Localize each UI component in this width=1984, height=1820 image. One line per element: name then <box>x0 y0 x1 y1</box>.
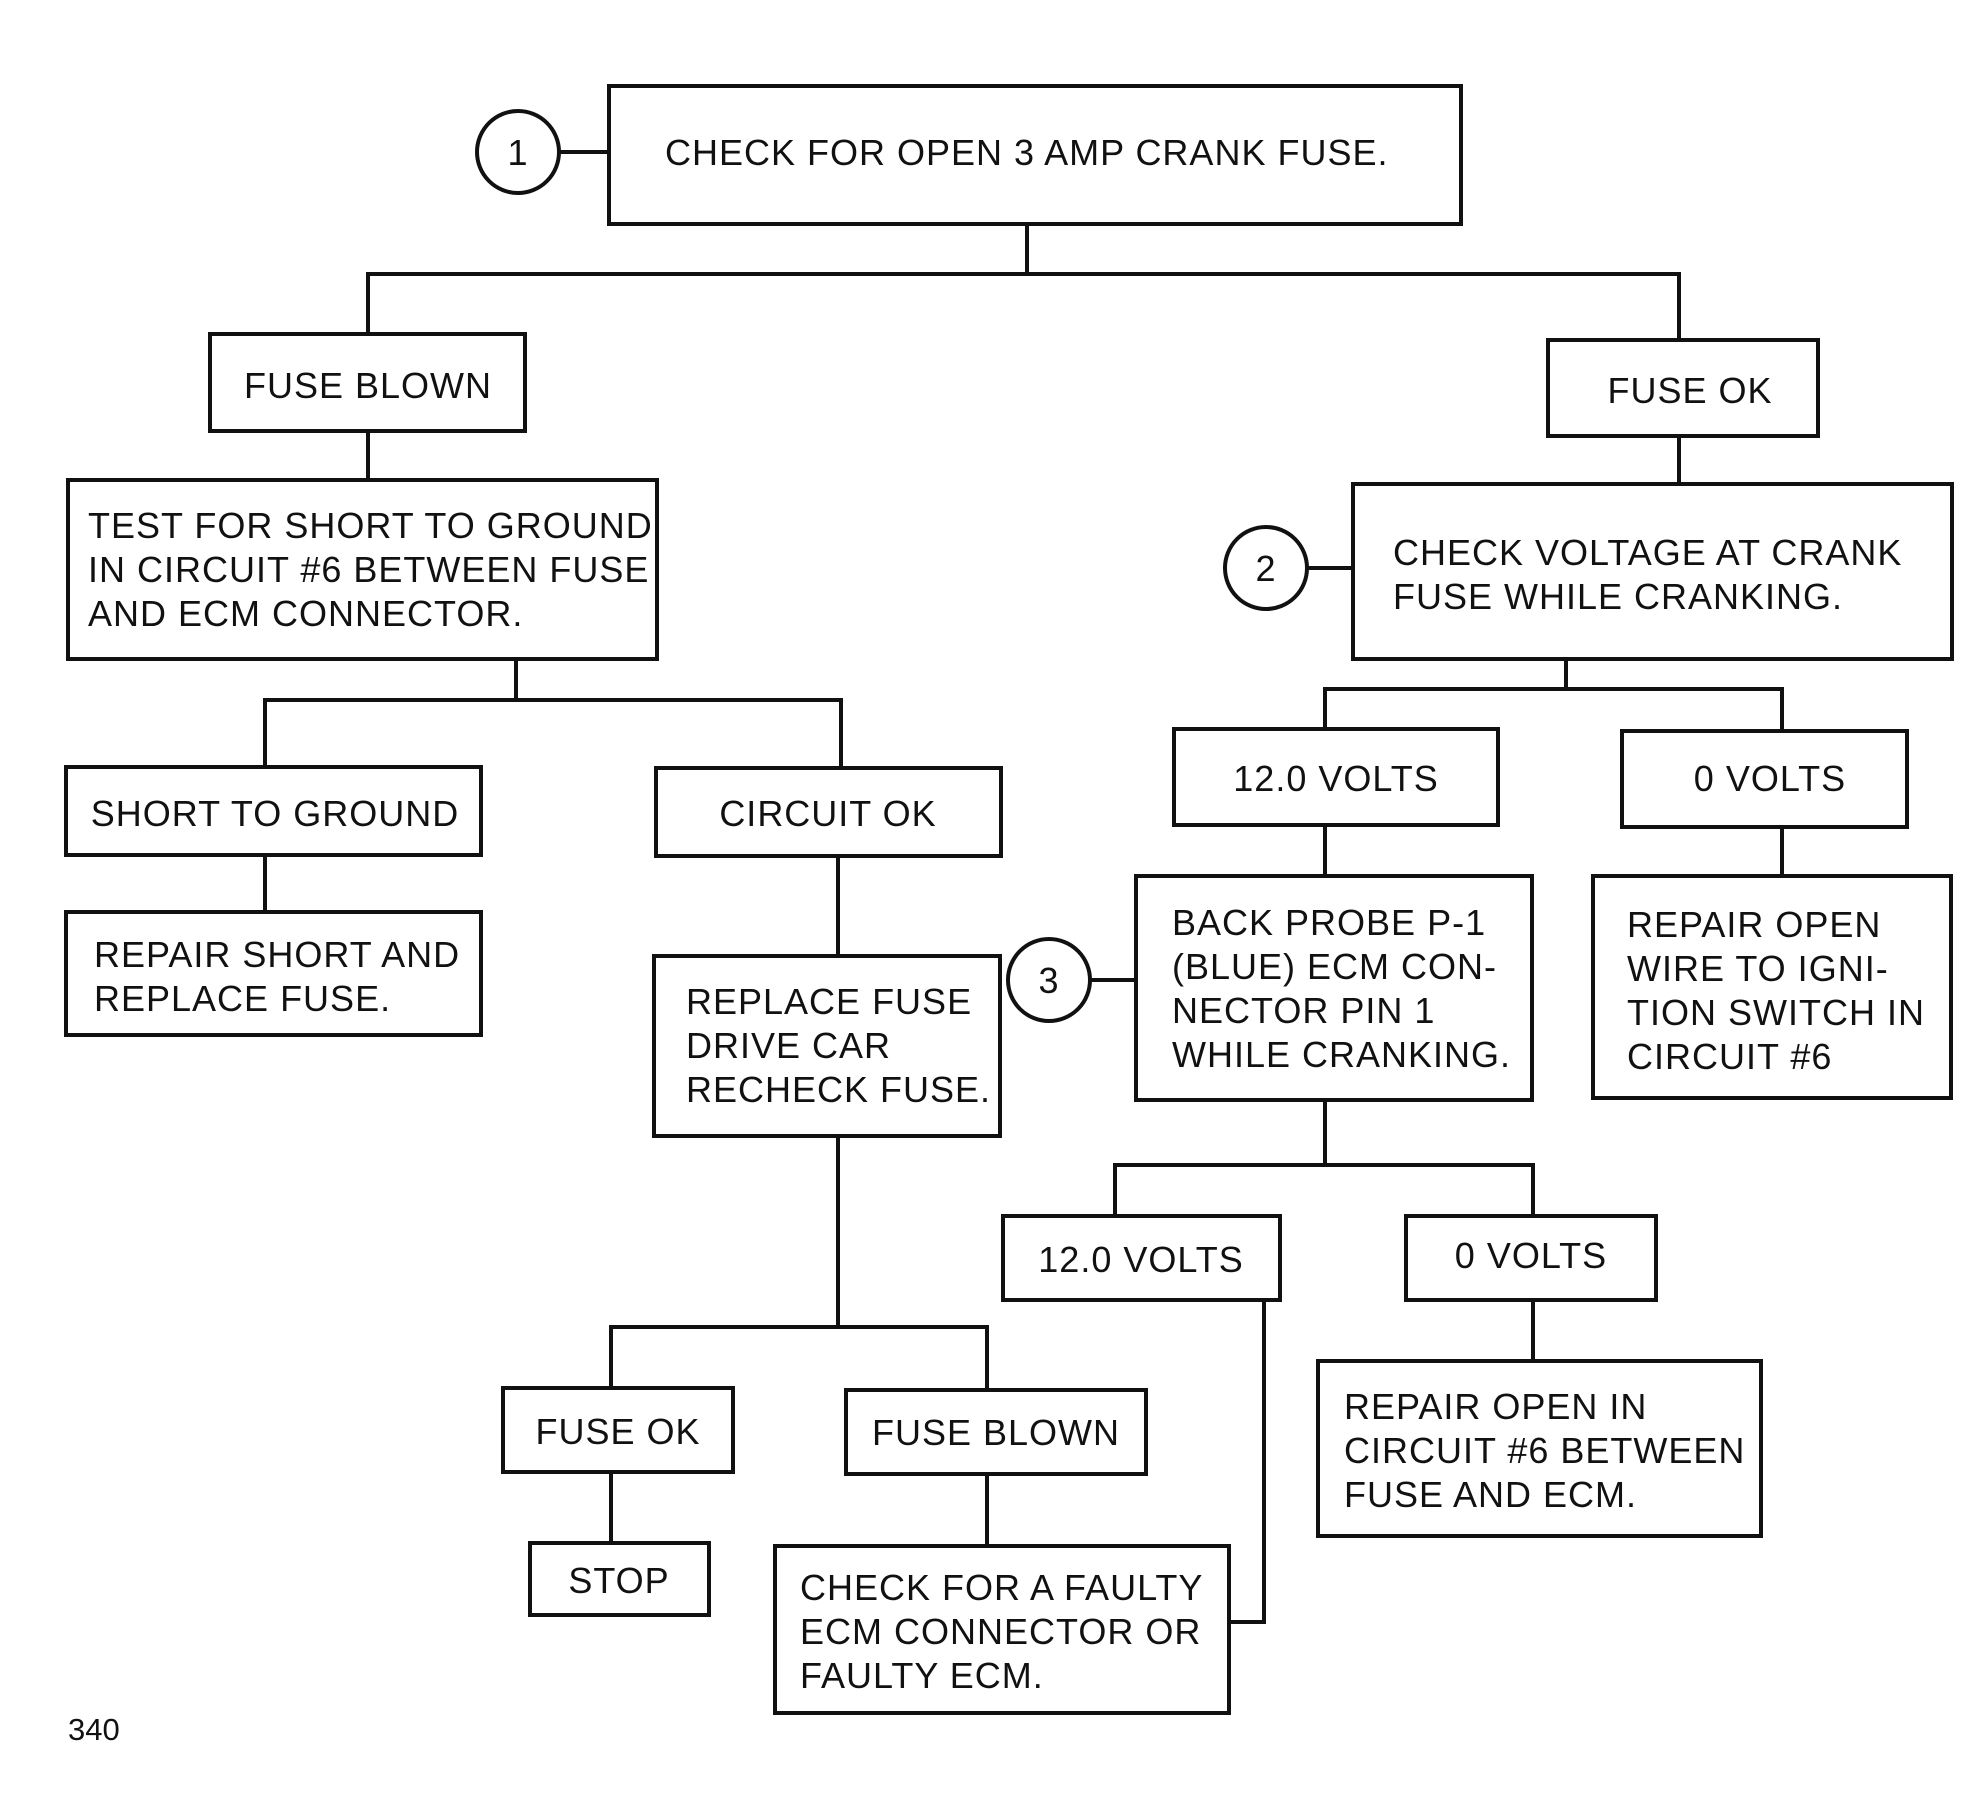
svg-text:CHECK VOLTAGE AT CRANK F: CHECK VOLTAGE AT CRANK FUSE WHILE CRANKI… <box>1393 532 1913 617</box>
check-fuse-line-1: CHECK FOR OPEN 3 AMP CRANK FUSE. <box>665 132 1388 173</box>
repair-short-line-2: REPLACE FUSE. <box>94 978 391 1019</box>
repair-short-line-1: REPAIR SHORT AND <box>94 934 460 975</box>
back-probe-box: BACK PROBE P-1 (BLUE) ECM CON- NECTOR PI… <box>1134 874 1534 1102</box>
svg-text:STOP: STOP <box>568 1560 669 1601</box>
short-to-ground-box: SHORT TO GROUND <box>64 765 483 857</box>
fuse-ok-lower-box: FUSE OK <box>501 1386 735 1474</box>
step-marker-1: 1 <box>475 109 561 195</box>
fuse-blown-lower-box: FUSE BLOWN <box>844 1388 1148 1476</box>
repair-open-wire-box: REPAIR OPEN WIRE TO IGNI- TION SWITCH IN… <box>1591 874 1953 1100</box>
svg-text:CHECK FOR A FAULTY ECM C: CHECK FOR A FAULTY ECM CONNECTOR OR FAUL… <box>800 1567 1214 1696</box>
test-short-line-3: AND ECM CONNECTOR. <box>88 593 523 634</box>
repair-open-circuit-line-1: REPAIR OPEN IN <box>1344 1386 1647 1427</box>
check-faulty-ecm-line-3: FAULTY ECM. <box>800 1655 1044 1696</box>
fuse-ok-lower-label: FUSE OK <box>535 1411 700 1452</box>
fuse-ok-label: FUSE OK <box>1607 370 1772 411</box>
svg-text:1: 1 <box>507 132 528 173</box>
svg-text:CHECK FOR OPEN 3 AMP CRANK FUS: CHECK FOR OPEN 3 AMP CRANK FUSE. <box>665 132 1388 173</box>
volts-12-upper-label: 12.0 VOLTS <box>1233 758 1438 799</box>
replace-fuse-line-1: REPLACE FUSE <box>686 981 972 1022</box>
svg-text:FUSE BLOWN: FUSE BLOWN <box>244 365 492 406</box>
check-voltage-line-2: FUSE WHILE CRANKING. <box>1393 576 1843 617</box>
fuse-ok-box: FUSE OK <box>1546 338 1820 438</box>
svg-text:REPLACE FUSE DRIVE CAR: REPLACE FUSE DRIVE CAR RECHECK FUSE. <box>686 981 991 1110</box>
svg-text:0 VOLTS: 0 VOLTS <box>1455 1235 1607 1276</box>
svg-text:BACK PROBE P-1 (BLUE) EC: BACK PROBE P-1 (BLUE) ECM CON- NECTOR PI… <box>1172 902 1511 1075</box>
check-faulty-ecm-box: CHECK FOR A FAULTY ECM CONNECTOR OR FAUL… <box>773 1544 1231 1715</box>
connector-lines <box>263 150 1784 1624</box>
check-faulty-ecm-line-2: ECM CONNECTOR OR <box>800 1611 1201 1652</box>
repair-open-wire-line-3: TION SWITCH IN <box>1627 992 1925 1033</box>
repair-open-wire-line-1: REPAIR OPEN <box>1627 904 1881 945</box>
svg-text:12.0 VOLTS: 12.0 VOLTS <box>1038 1239 1243 1280</box>
replace-fuse-line-2: DRIVE CAR <box>686 1025 891 1066</box>
repair-open-circuit-line-3: FUSE AND ECM. <box>1344 1474 1637 1515</box>
svg-text:REPAIR SHORT AND REPLACE: REPAIR SHORT AND REPLACE FUSE. <box>94 934 471 1019</box>
connector-replace-to-fuse-results <box>609 1134 989 1392</box>
circuit-ok-box: CIRCUIT OK <box>654 766 1003 858</box>
connector-test-to-results <box>263 657 843 770</box>
test-short-line-1: TEST FOR SHORT TO GROUND <box>88 505 653 546</box>
fuse-blown-box: FUSE BLOWN <box>208 332 527 433</box>
volts-12-upper-box: 12.0 VOLTS <box>1172 727 1500 827</box>
fuse-blown-label: FUSE BLOWN <box>244 365 492 406</box>
repair-open-circuit-box: REPAIR OPEN IN CIRCUIT #6 BETWEEN FUSE A… <box>1316 1359 1763 1538</box>
step-marker-2: 2 <box>1223 525 1309 611</box>
test-short-box: TEST FOR SHORT TO GROUND IN CIRCUIT #6 B… <box>66 478 664 661</box>
connector-12v-to-check-ecm <box>1227 1298 1266 1624</box>
svg-text:12.0 VOLTS: 12.0 VOLTS <box>1233 758 1438 799</box>
svg-text:SHORT TO GROUND: SHORT TO GROUND <box>91 793 459 834</box>
stop-box: STOP <box>528 1541 711 1617</box>
volts-0-lower-box: 0 VOLTS <box>1404 1214 1658 1302</box>
svg-text:2: 2 <box>1255 548 1276 589</box>
short-to-ground-label: SHORT TO GROUND <box>91 793 459 834</box>
check-voltage-line-1: CHECK VOLTAGE AT CRANK <box>1393 532 1902 573</box>
replace-fuse-line-3: RECHECK FUSE. <box>686 1069 991 1110</box>
repair-short-box: REPAIR SHORT AND REPLACE FUSE. <box>64 910 483 1037</box>
replace-fuse-box: REPLACE FUSE DRIVE CAR RECHECK FUSE. <box>652 954 1002 1138</box>
svg-text:TEST FOR SHORT TO GROUND: TEST FOR SHORT TO GROUND IN CIRCUIT #6 B… <box>88 505 664 634</box>
check-voltage-box: CHECK VOLTAGE AT CRANK FUSE WHILE CRANKI… <box>1351 482 1954 661</box>
volts-0-upper-box: 0 VOLTS <box>1620 729 1909 829</box>
stop-label: STOP <box>568 1560 669 1601</box>
svg-text:FUSE OK: FUSE OK <box>535 1411 700 1452</box>
circuit-ok-label: CIRCUIT OK <box>719 793 936 834</box>
connector-check-fuse-to-results <box>366 222 1681 342</box>
check-fuse-box: CHECK FOR OPEN 3 AMP CRANK FUSE. <box>607 84 1463 226</box>
connector-check-voltage-to-volts <box>1323 657 1784 733</box>
volts-0-upper-label: 0 VOLTS <box>1694 758 1846 799</box>
test-short-line-2: IN CIRCUIT #6 BETWEEN FUSE <box>88 549 649 590</box>
svg-text:CIRCUIT OK: CIRCUIT OK <box>719 793 936 834</box>
page-number: 340 <box>68 1712 120 1747</box>
back-probe-line-2: (BLUE) ECM CON- <box>1172 946 1497 987</box>
connector-back-probe-to-volts <box>1113 1098 1535 1218</box>
repair-open-wire-line-2: WIRE TO IGNI- <box>1627 948 1889 989</box>
volts-12-lower-box: 12.0 VOLTS <box>1001 1214 1282 1302</box>
repair-open-wire-line-4: CIRCUIT #6 <box>1627 1036 1832 1077</box>
back-probe-line-1: BACK PROBE P-1 <box>1172 902 1486 943</box>
svg-text:0 VOLTS: 0 VOLTS <box>1694 758 1846 799</box>
svg-text:REPAIR OPEN IN CIRCUIT #: REPAIR OPEN IN CIRCUIT #6 BETWEEN FUSE A… <box>1344 1386 1756 1515</box>
back-probe-line-4: WHILE CRANKING. <box>1172 1034 1511 1075</box>
svg-text:FUSE BLOWN: FUSE BLOWN <box>872 1412 1120 1453</box>
fuse-blown-lower-label: FUSE BLOWN <box>872 1412 1120 1453</box>
repair-open-circuit-line-2: CIRCUIT #6 BETWEEN <box>1344 1430 1745 1471</box>
svg-text:FUSE OK: FUSE OK <box>1607 370 1772 411</box>
check-faulty-ecm-line-1: CHECK FOR A FAULTY <box>800 1567 1203 1608</box>
back-probe-line-3: NECTOR PIN 1 <box>1172 990 1435 1031</box>
svg-text:3: 3 <box>1038 960 1059 1001</box>
step-marker-3: 3 <box>1006 937 1092 1023</box>
svg-text:REPAIR OPEN WIRE TO IGNI: REPAIR OPEN WIRE TO IGNI- TION SWITCH IN… <box>1627 904 1936 1077</box>
volts-0-lower-label: 0 VOLTS <box>1455 1235 1607 1276</box>
volts-12-lower-label: 12.0 VOLTS <box>1038 1239 1243 1280</box>
